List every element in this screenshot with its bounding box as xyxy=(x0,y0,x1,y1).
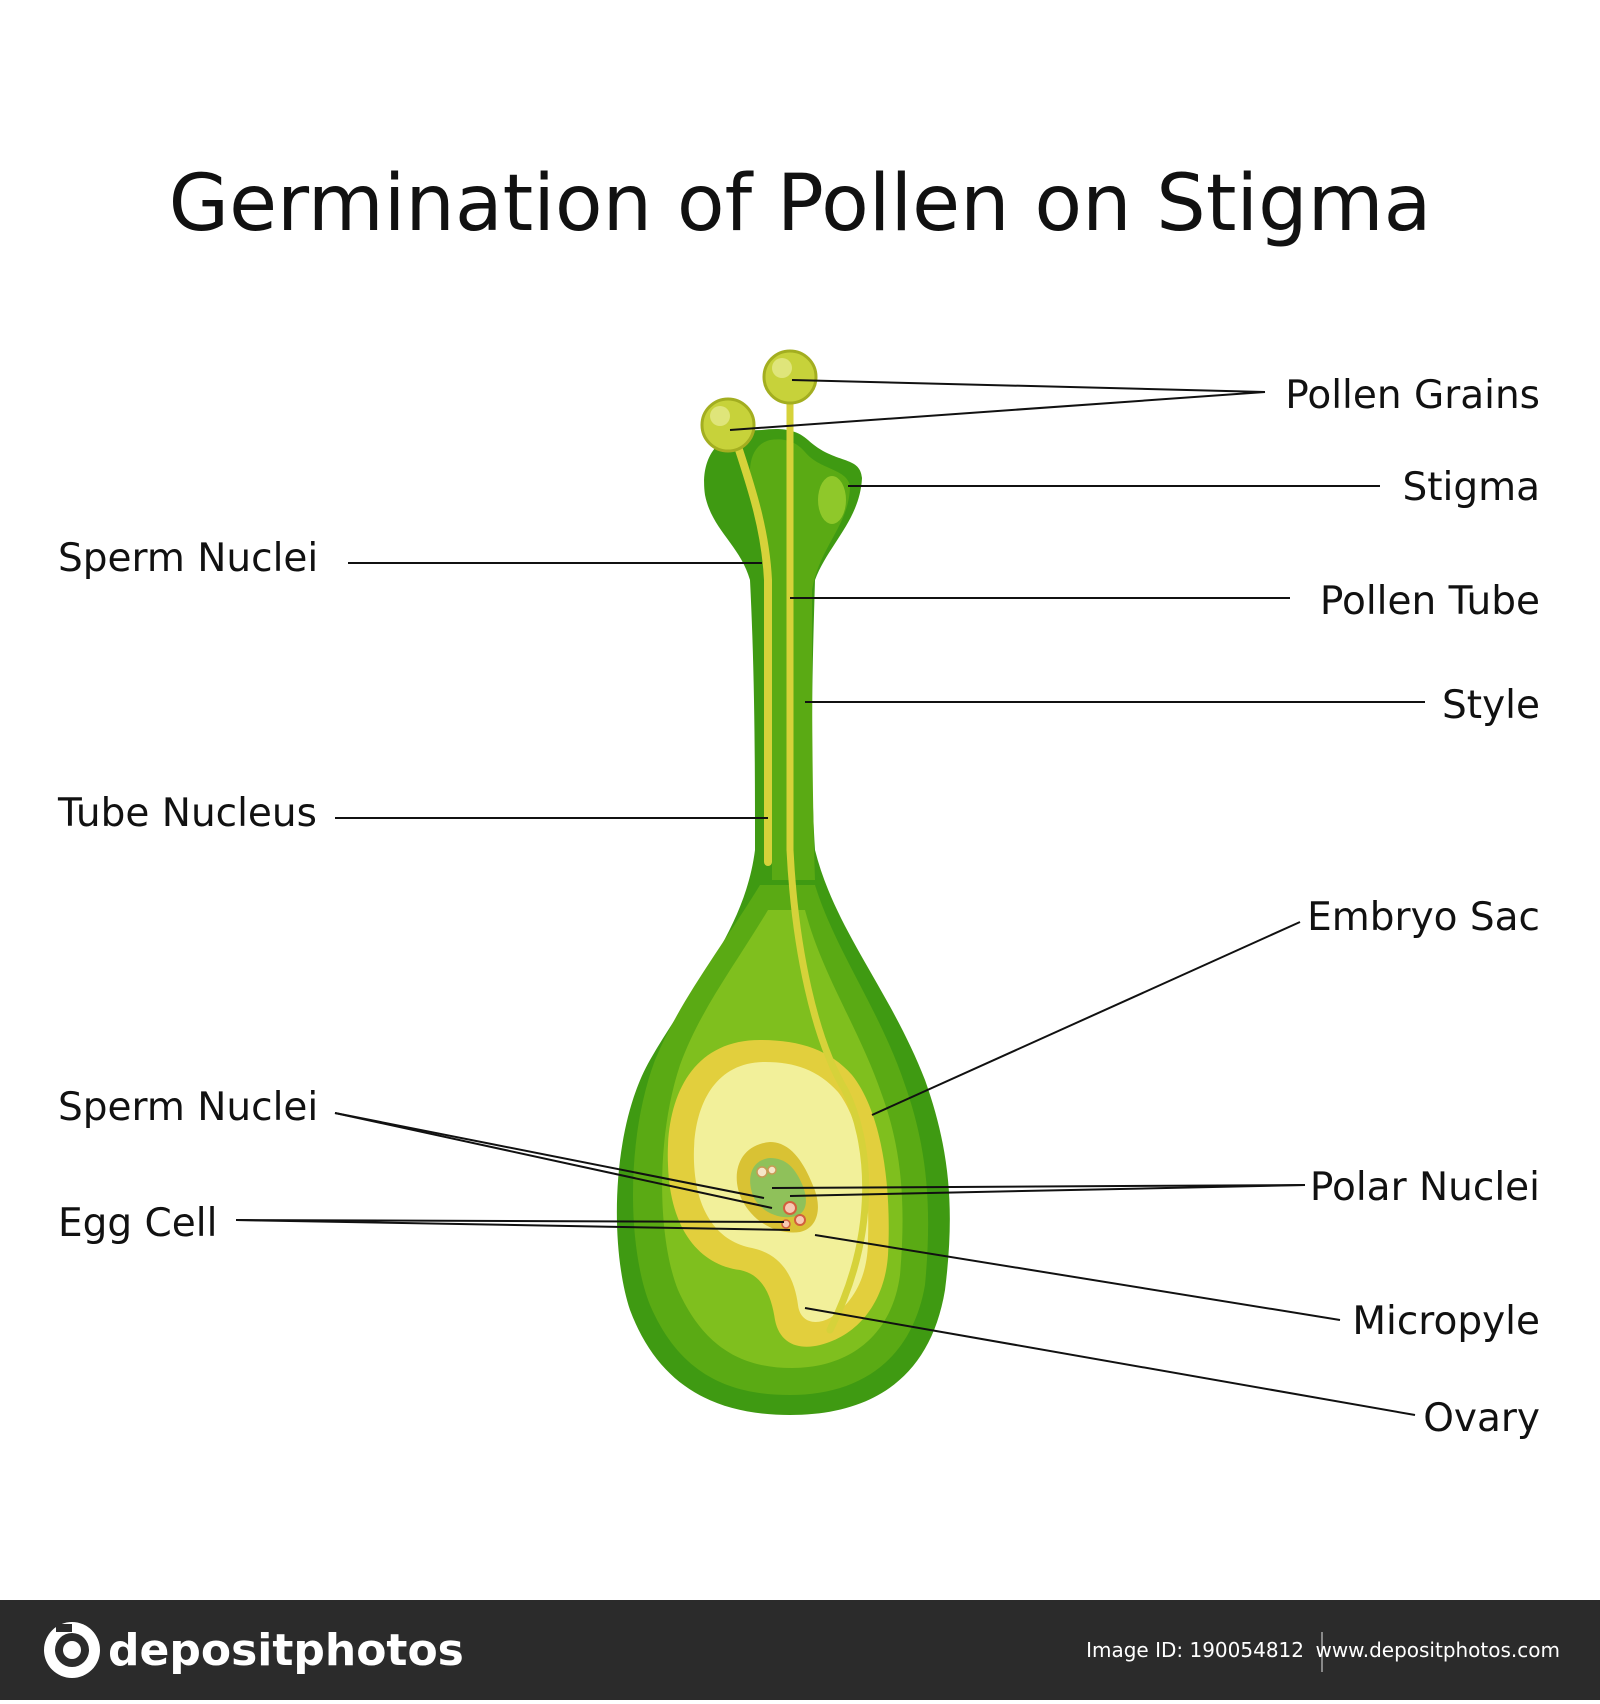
pollen-grain-highlight xyxy=(772,358,792,378)
leader-pollen-grains-1 xyxy=(791,379,1266,393)
label-style: Style xyxy=(1442,683,1540,728)
leader-embryo-sac xyxy=(871,921,1301,1116)
footer-site: www.depositphotos.com xyxy=(1315,1638,1560,1662)
polar-nucleus xyxy=(756,1166,768,1178)
label-pollen-grains: Pollen Grains xyxy=(1285,373,1540,418)
label-sperm-nuclei-top: Sperm Nuclei xyxy=(58,536,318,581)
pollen-grain-highlight xyxy=(710,406,730,426)
label-embryo-sac: Embryo Sac xyxy=(1307,895,1540,940)
footer-brand: depositphotos xyxy=(108,1625,464,1676)
leader-sperm-nuclei-bottom-1 xyxy=(334,1112,765,1199)
leader-polar-nuclei-2 xyxy=(789,1184,1306,1197)
stigma-highlight xyxy=(818,476,846,524)
label-sperm-nuclei-bottom: Sperm Nuclei xyxy=(58,1085,318,1130)
footer-image-id: Image ID: 190054812 xyxy=(1086,1638,1304,1662)
camera-logo-icon xyxy=(44,1622,100,1678)
leader-ovary xyxy=(804,1307,1416,1416)
style-inner xyxy=(750,439,850,880)
leader-lines xyxy=(235,379,1425,1416)
pollen-tube-right xyxy=(786,376,870,1334)
label-stigma: Stigma xyxy=(1402,465,1540,510)
labels: Pollen Grains Stigma Sperm Nuclei Pollen… xyxy=(57,373,1540,1441)
pistil-illustration xyxy=(616,349,950,1415)
pollen-grain xyxy=(700,397,756,453)
leader-egg-cell-2 xyxy=(235,1219,791,1231)
label-ovary: Ovary xyxy=(1423,1396,1540,1441)
label-egg-cell: Egg Cell xyxy=(58,1201,217,1246)
diagram-title: Germination of Pollen on Stigma xyxy=(169,159,1432,249)
polar-nucleus xyxy=(767,1165,777,1175)
footer-bar: depositphotos Image ID: 190054812 www.de… xyxy=(0,1600,1600,1700)
leader-micropyle xyxy=(814,1234,1341,1321)
pollen-grain xyxy=(762,349,818,405)
egg-cell-nucleus xyxy=(794,1214,806,1226)
leader-egg-cell-1 xyxy=(235,1219,785,1223)
egg-cell-nucleus xyxy=(783,1201,797,1215)
label-tube-nucleus: Tube Nucleus xyxy=(57,791,317,836)
label-pollen-tube: Pollen Tube xyxy=(1320,579,1540,624)
leader-polar-nuclei-1 xyxy=(771,1184,1306,1189)
leader-sperm-nuclei-bottom-2 xyxy=(334,1112,773,1209)
label-polar-nuclei: Polar Nuclei xyxy=(1310,1165,1540,1210)
footer-background xyxy=(0,1600,1600,1700)
leader-pollen-grains-2 xyxy=(729,391,1266,431)
label-micropyle: Micropyle xyxy=(1352,1299,1540,1344)
